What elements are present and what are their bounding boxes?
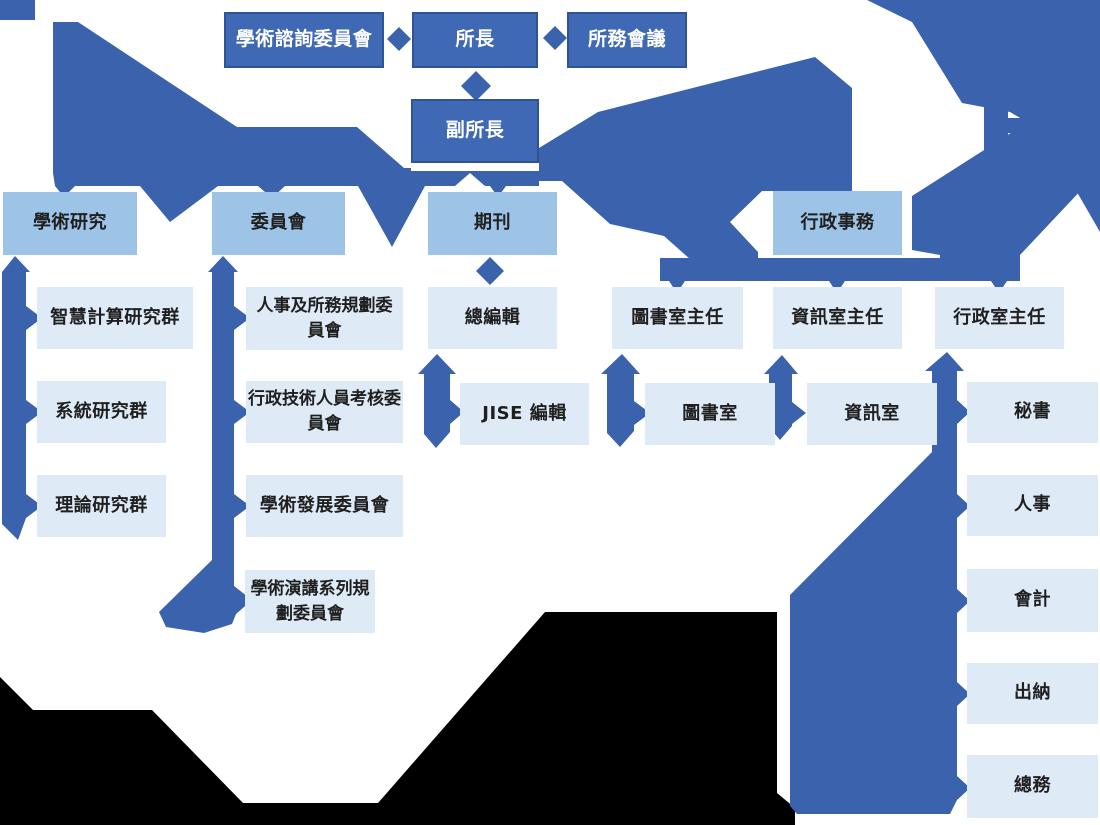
node-jise-editor: JISE 編輯 xyxy=(460,383,589,445)
diamond-advisory-director xyxy=(387,27,411,51)
node-chief-editor: 總編輯 xyxy=(428,287,557,349)
node-personnel: 人事 xyxy=(967,475,1098,536)
node-lecture-series-committee: 學術演講系列規 劃委員會 xyxy=(245,570,375,633)
connector-jise-arrow xyxy=(418,354,464,448)
node-academic-research: 學術研究 xyxy=(3,192,137,255)
connector-top-left-corner xyxy=(0,0,35,20)
connector-research-column xyxy=(2,256,42,540)
black-region-bottom xyxy=(0,612,795,825)
node-library-head: 圖書室主任 xyxy=(612,287,743,349)
node-it-office: 資訊室 xyxy=(807,383,937,445)
node-deputy-director: 副所長 xyxy=(411,99,539,163)
node-theory-group: 理論研究群 xyxy=(37,475,166,537)
node-general-affairs: 總務 xyxy=(967,755,1098,818)
diamond-director-deputy xyxy=(461,71,491,101)
connector-admin-column xyxy=(790,352,970,814)
node-journals: 期刊 xyxy=(428,192,557,255)
node-cashier: 出納 xyxy=(967,663,1098,724)
node-systems-group: 系統研究群 xyxy=(37,381,166,443)
diamond-director-meeting xyxy=(543,26,567,50)
node-director: 所長 xyxy=(412,12,538,68)
node-library: 圖書室 xyxy=(645,383,775,445)
connector-main-band xyxy=(53,22,852,268)
connector-admin-band xyxy=(660,258,1012,293)
node-secretary: 秘書 xyxy=(967,382,1098,443)
node-admin-office-head: 行政室主任 xyxy=(935,287,1064,349)
node-staff-evaluation-committee: 行政技術人員考核委 員會 xyxy=(246,381,403,443)
node-personnel-planning-committee: 人事及所務規劃委 員會 xyxy=(246,287,403,350)
connector-right-diagonal xyxy=(912,108,1100,281)
node-it-office-head: 資訊室主任 xyxy=(773,287,902,349)
connector-library-arrow xyxy=(601,354,650,447)
node-institute-meeting: 所務會議 xyxy=(567,12,687,68)
node-academic-development-committee: 學術發展委員會 xyxy=(246,475,403,537)
node-advisory-committee: 學術諮詢委員會 xyxy=(224,12,384,68)
node-admin-affairs: 行政事務 xyxy=(773,191,902,255)
node-committees: 委員會 xyxy=(212,192,345,255)
connector-committee-column xyxy=(159,256,252,633)
node-accounting: 會計 xyxy=(967,569,1098,632)
node-ai-computing-group: 智慧計算研究群 xyxy=(37,287,193,349)
diamond-journal-editor xyxy=(476,257,504,285)
